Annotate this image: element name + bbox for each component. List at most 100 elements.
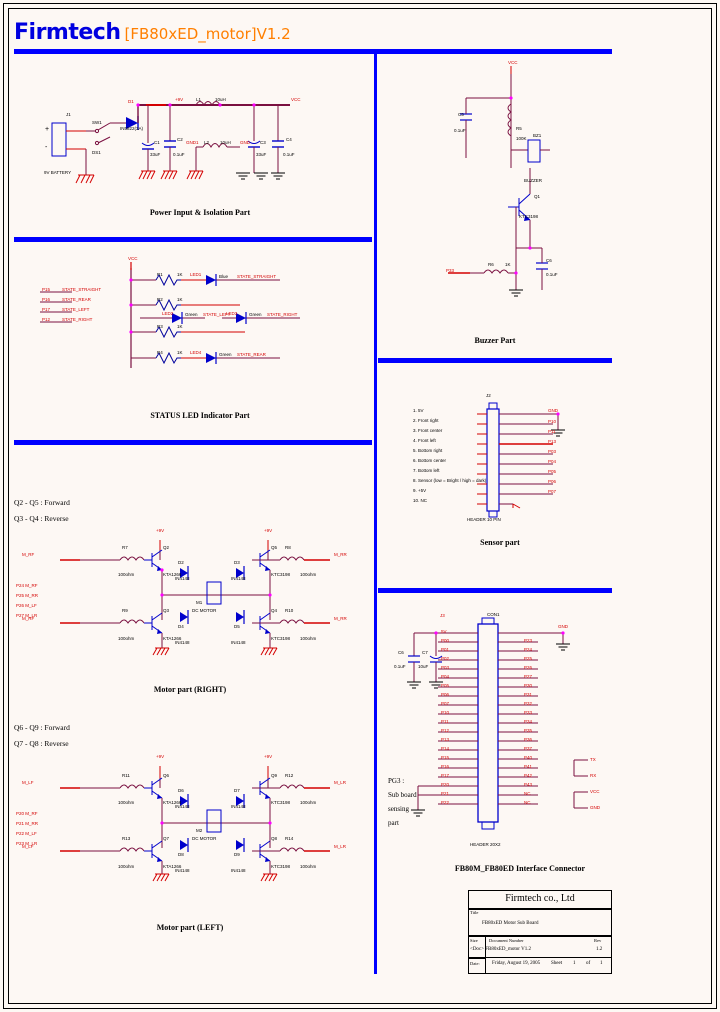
divider-vertical — [374, 54, 377, 974]
if-left-15: P16 — [441, 764, 450, 769]
if-left-0: 5V — [441, 629, 447, 634]
r2-val: 1K — [177, 297, 183, 302]
q8-val: KTC3198 — [271, 864, 291, 869]
led4-ref: LED4 — [190, 350, 202, 355]
note-motor-left-reverse: Q7 - Q8 : Reverse — [14, 739, 69, 748]
buzzer-cap-ref: C6 — [546, 258, 552, 263]
buzzer-in-net: P33 — [446, 268, 455, 273]
motor-right-rail-right: +9V — [264, 528, 273, 533]
status-pin-2: P17 — [42, 307, 51, 312]
status-led-schematic — [40, 262, 300, 368]
switch-value: DS1 — [92, 150, 101, 155]
if-right-12: P36 — [524, 737, 533, 742]
battery-plus: + — [45, 126, 50, 133]
buzzer-in-ref: R6 — [488, 262, 494, 267]
buzzer-bz-val: BUZZER — [524, 178, 542, 183]
buzzer-c-ref: C5 — [458, 112, 464, 117]
d3-val: IN4148 — [231, 576, 246, 581]
motor-right-rail-left: +9V — [156, 528, 165, 533]
motor-right-side-1: P25 M_RR — [16, 593, 39, 598]
interface-c7-ref: C7 — [422, 650, 428, 655]
led1-val: Blue — [219, 274, 229, 279]
if-left-10: P11 — [441, 719, 449, 724]
title-block-size-cell — [468, 936, 486, 958]
r7-val: 100ohm — [118, 572, 135, 577]
if-left-6: P05 — [441, 683, 450, 688]
if-left-7: P06 — [441, 692, 450, 697]
sensor-net-5: P04 — [548, 459, 557, 464]
r10-val: 100ohm — [300, 636, 317, 641]
buzzer-q-val: KTC3198 — [519, 214, 539, 219]
if-right-10: P34 — [524, 719, 533, 724]
caption-motor-left: Motor part (LEFT) — [156, 923, 224, 932]
interface-j3-ref: J3 — [440, 613, 445, 618]
interface-gnd: GND — [558, 624, 568, 629]
if-right-6: P30 — [524, 683, 533, 688]
q9-val: KTC3198 — [271, 800, 291, 805]
if-left-9: P10 — [441, 710, 450, 715]
if-right-4: P26 — [524, 665, 533, 670]
q7-ref: Q7 — [163, 836, 170, 841]
motor-right-side-3: P27 M_LR — [16, 613, 38, 618]
r9-ref: R9 — [122, 608, 128, 613]
l1-value: 10uH — [215, 97, 226, 102]
if-right-1: P23 — [524, 638, 533, 643]
interface-side-vcc: VCC — [590, 789, 600, 794]
sensor-net-3: P13 — [548, 439, 557, 444]
d5-val: IN4148 — [231, 640, 246, 645]
buzzer-schematic — [448, 66, 550, 297]
motor-left-rail-left: +9V — [156, 754, 165, 759]
r2-ref: R2 — [157, 297, 163, 302]
sheet-label: Sheet — [551, 961, 563, 966]
drawing-frame-outer — [3, 3, 717, 1009]
motor-left-side-0: P20 M_RF — [16, 811, 38, 816]
if-left-19: P22 — [441, 800, 450, 805]
d9-val: IN4148 — [231, 868, 246, 873]
r12-ref: R12 — [285, 773, 294, 778]
buzzer-cap-val: 0.1uF — [546, 272, 558, 277]
led3-val: Green — [249, 312, 262, 317]
title-value: FB80xED Motor Sub Board — [482, 921, 539, 926]
status-pin-0: P15 — [42, 287, 51, 292]
if-right-15: P41 — [524, 764, 533, 769]
motor-left-rail-right: +9V — [264, 754, 273, 759]
sensor-pin-3: 4. Front left — [413, 438, 436, 443]
sensor-pin-0: 1. 5V — [413, 408, 424, 413]
divider-left-1 — [14, 237, 372, 242]
status-net-vcc: VCC — [128, 256, 138, 261]
m1-val: DC MOTOR — [192, 608, 217, 613]
caption-motor-right: Motor part (RIGHT) — [153, 685, 227, 694]
if-right-11: P35 — [524, 728, 533, 733]
r11-val: 100ohm — [118, 800, 135, 805]
c3-ref: C3 — [260, 140, 266, 145]
motor-right-in-right-2: M_RR — [334, 616, 347, 621]
r14-val: 100ohm — [300, 864, 317, 869]
note-pg3-0: PG3 : — [388, 777, 405, 785]
interface-conn-val: HEADER 20X2 — [470, 842, 501, 847]
sensor-net-1: P10 — [548, 419, 557, 424]
note-motor-right-reverse: Q3 - Q4 : Reverse — [14, 514, 69, 523]
power-input-schematic — [51, 101, 290, 184]
buzzer-in-val: 1K — [505, 262, 511, 267]
motor-right-in-left-2: M_RF — [22, 616, 35, 621]
d6-ref: D6 — [178, 788, 184, 793]
note-pg3-2: sensing — [388, 805, 409, 813]
diode-value: IN5822(3A) — [120, 126, 144, 131]
if-left-3: P02 — [441, 656, 450, 661]
sensor-pin-1: 2. Front right — [413, 418, 439, 423]
status-signal-0: STATE_STRAIGHT — [62, 287, 102, 292]
size-label: Size — [470, 938, 478, 943]
sensor-net-4: P03 — [548, 449, 557, 454]
q4-val: KTC3198 — [271, 636, 291, 641]
battery-ref: J1 — [66, 112, 71, 117]
caption-buzzer: Buzzer Part — [474, 336, 516, 345]
d4-val: IN4148 — [175, 640, 190, 645]
if-left-12: P13 — [441, 737, 450, 742]
sheet-value: 1 — [573, 961, 576, 966]
interface-side-tx: TX — [590, 757, 596, 762]
gnd-label-a: GND — [240, 140, 250, 145]
motor-right-in-left: M_RF — [22, 552, 35, 557]
sensor-schematic — [477, 402, 565, 518]
d8-val: IN4148 — [175, 868, 190, 873]
led2-ref: LED2 — [162, 311, 174, 316]
